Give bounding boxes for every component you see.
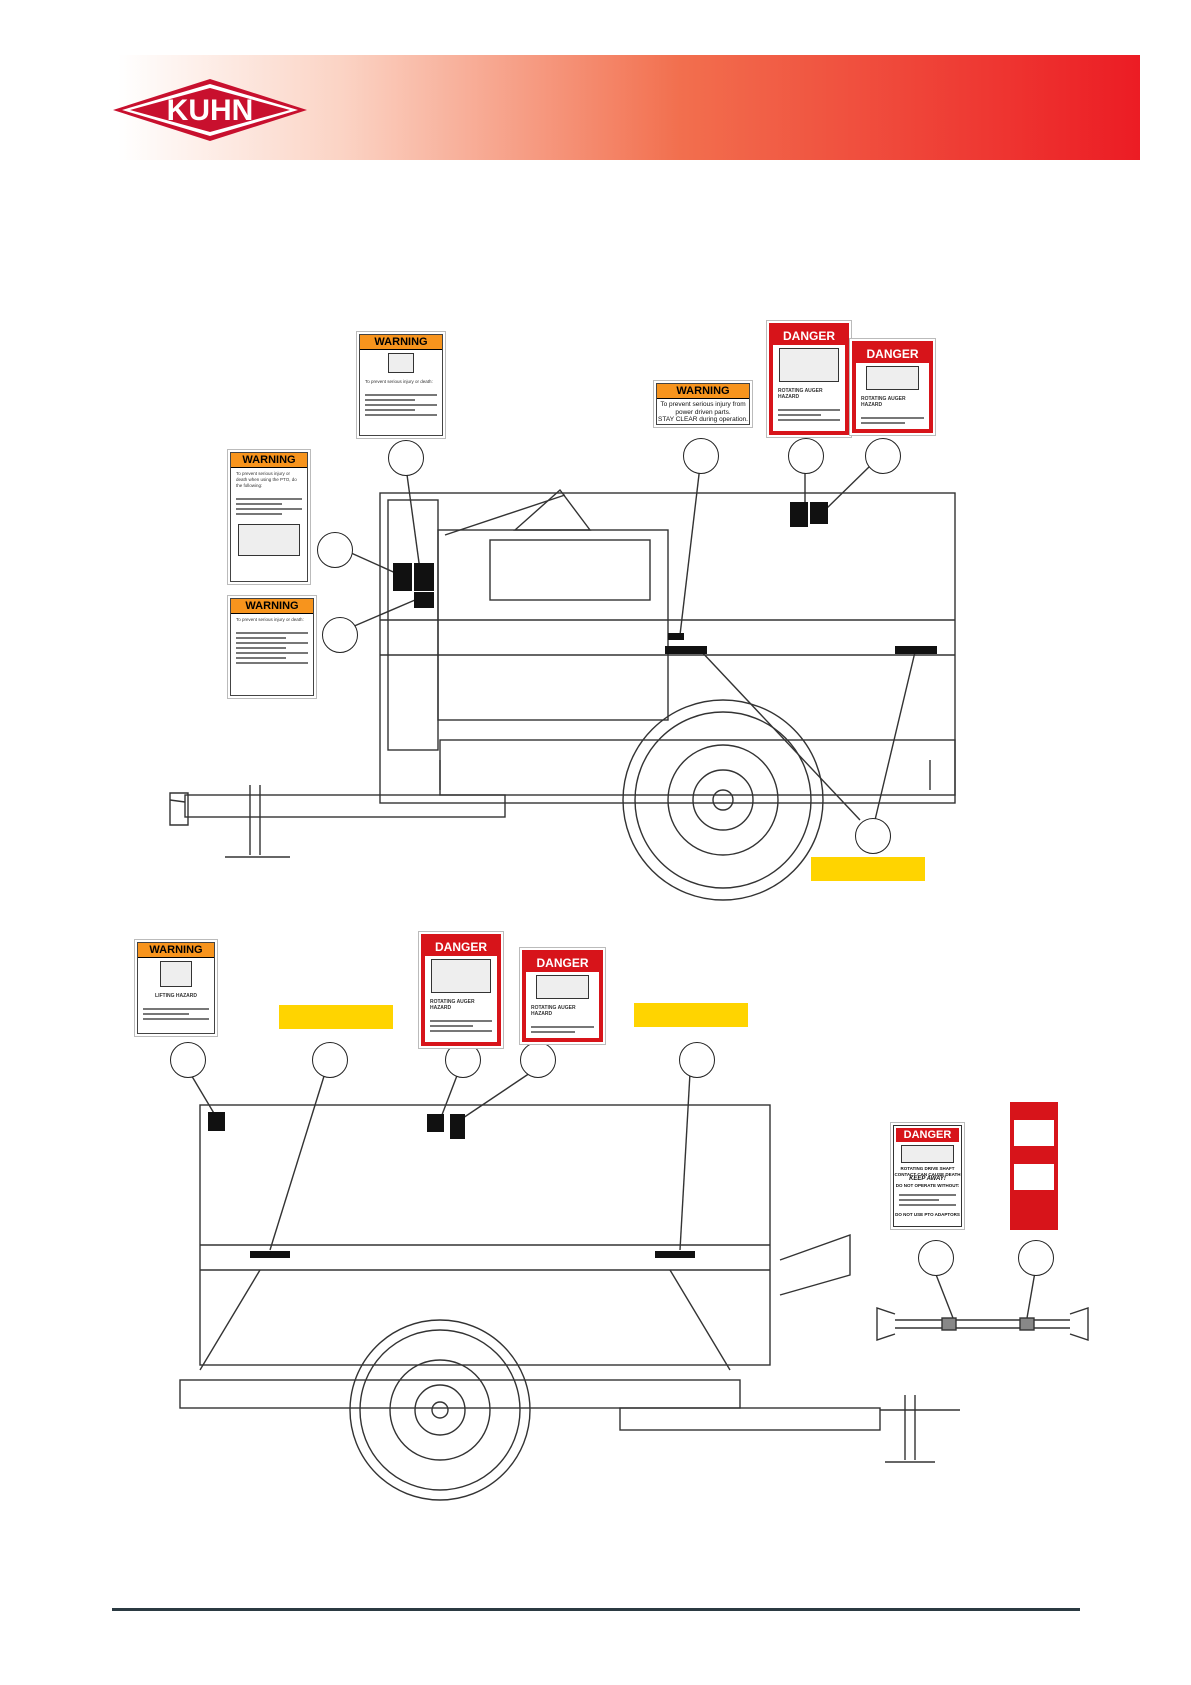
decal-heading: WARNING [231,453,307,468]
callout-circle [1018,1240,1054,1276]
decal-marker [668,633,684,640]
callout-circle [312,1042,348,1078]
decal-text: DO NOT USE PTO ADAPTORS [895,1212,960,1217]
hazard-pictogram-icon [1014,1164,1054,1190]
decal-text: To prevent serious injury or death: [236,617,304,622]
decal-heading: DANGER [526,954,599,972]
footer-rule [112,1608,1080,1611]
decal-text: CONTACT CAN CAUSE DEATH [894,1171,961,1177]
callout-circle [865,438,901,474]
decal-heading: DANGER [425,938,497,956]
callout-circle [679,1042,715,1078]
callout-circle [855,818,891,854]
callout-circle [520,1042,556,1078]
highlight-box [634,1003,748,1027]
callout-circle [683,438,719,474]
pto-diagram-icon [237,524,301,556]
decal-marker [895,646,937,654]
callout-circle [317,532,353,568]
decal-warning-3: WARNING To prevent serious injury or dea… [230,598,314,696]
decal-marker [414,563,434,591]
callout-circle [322,617,358,653]
auger-hazard-icon [431,959,491,993]
decal-marker [790,502,808,527]
lifting-hazard-icon [159,961,193,987]
decal-text: To prevent serious injury from [660,401,746,408]
callout-circle [170,1042,206,1078]
decal-text: To prevent serious injury or death: [365,379,433,384]
hazard-pictogram-icon [1014,1120,1054,1146]
decal-marker [208,1112,225,1131]
decal-heading: DANGER [856,345,929,363]
decal-warning-4: WARNING To prevent serious injury from p… [656,383,750,425]
decal-marker [655,1251,695,1258]
decal-warning-2: WARNING To prevent serious injury or dea… [230,452,308,582]
decal-heading: DANGER [773,327,845,345]
decal-danger-5: DANGER ROTATING DRIVE SHAFT CONTACT CAN … [893,1125,962,1227]
callout-circle [918,1240,954,1276]
decal-text: DO NOT OPERATE WITHOUT: [895,1182,960,1188]
decal-marker [810,502,828,524]
decal-heading: WARNING [360,335,442,350]
decal-heading: WARNING [138,943,214,958]
auger-hazard-icon [865,366,920,390]
decal-title: ROTATING AUGER HAZARD [531,1005,576,1017]
decal-text: To prevent serious injury or death when … [236,471,297,488]
decal-text: KEEP AWAY! [909,1176,946,1182]
decal-text: STAY CLEAR during operation. [658,416,748,423]
highlight-box [811,857,925,881]
callout-circle [445,1042,481,1078]
decal-warning-5: WARNING LIFTING HAZARD [137,942,215,1034]
decal-marker [427,1114,444,1132]
decal-title: ROTATING AUGER HAZARD [778,388,823,400]
manual-book-icon [387,353,415,373]
decal-danger-3: DANGER ROTATING AUGER HAZARD [421,934,501,1046]
decal-marker [414,592,434,608]
decal-title: ROTATING DRIVE SHAFT [900,1166,955,1171]
callout-circle [788,438,824,474]
decal-danger-2: DANGER ROTATING AUGER HAZARD [852,341,933,433]
decal-heading: WARNING [657,384,749,399]
decal-marker [250,1251,290,1258]
decal-warning-1: WARNING To prevent serious injury or dea… [359,334,443,436]
decal-marker [665,646,707,654]
auger-hazard-icon [779,348,839,382]
decal-danger-4: DANGER ROTATING AUGER HAZARD [522,950,603,1042]
decal-danger-1: DANGER ROTATING AUGER HAZARD [769,323,849,435]
highlight-box [279,1005,393,1029]
decal-heading: WARNING [231,599,313,614]
decal-text: power driven parts. [675,408,731,416]
callout-circle [388,440,424,476]
decal-title: LIFTING HAZARD [155,993,197,999]
drive-shaft-hazard-icon [901,1145,954,1163]
decal-title: ROTATING AUGER HAZARD [861,396,906,408]
kuhn-logo-text: KUHN [167,94,254,127]
decal-marker [393,563,412,591]
auger-hazard-icon [535,975,590,999]
decal-danger-shaft-strip [1010,1102,1058,1230]
kuhn-logo: KUHN [112,78,308,142]
decal-marker [450,1114,465,1139]
decal-heading: DANGER [896,1128,959,1142]
decal-title: ROTATING AUGER HAZARD [430,999,475,1011]
